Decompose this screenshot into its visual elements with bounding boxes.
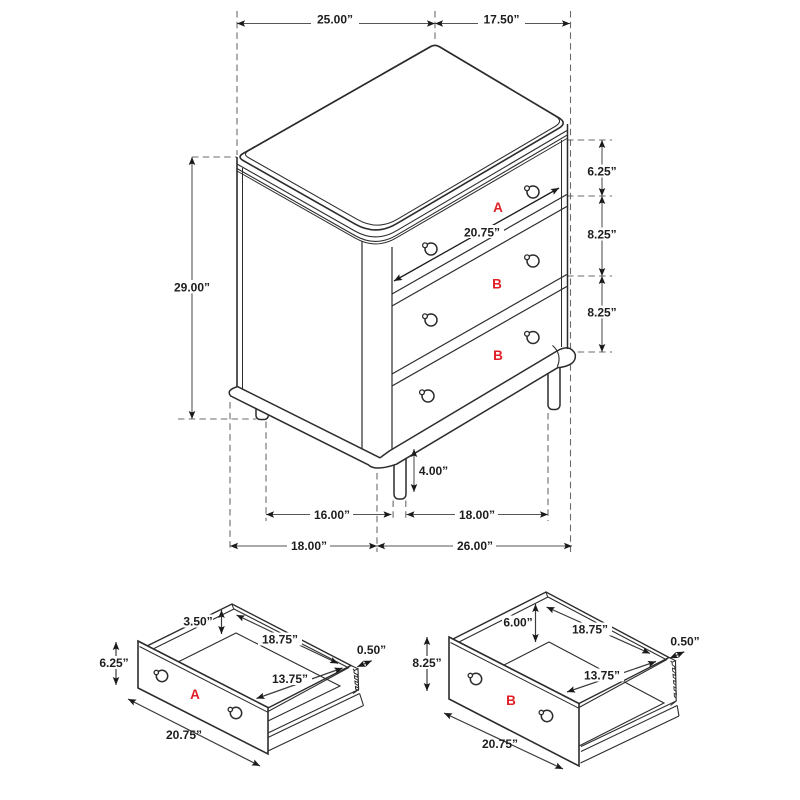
svg-text:4.00”: 4.00” <box>419 464 448 478</box>
svg-text:18.00”: 18.00” <box>291 539 327 553</box>
svg-text:20.75”: 20.75” <box>464 225 500 239</box>
svg-text:0.50”: 0.50” <box>357 643 386 657</box>
svg-text:17.50”: 17.50” <box>483 12 519 26</box>
svg-text:6.25”: 6.25” <box>587 164 616 178</box>
svg-text:29.00”: 29.00” <box>174 280 210 294</box>
svg-text:A: A <box>493 200 503 215</box>
svg-text:8.25”: 8.25” <box>587 305 616 319</box>
svg-text:20.75”: 20.75” <box>166 728 202 742</box>
svg-text:6.00”: 6.00” <box>503 616 532 630</box>
svg-text:B: B <box>506 693 516 708</box>
svg-text:18.00”: 18.00” <box>459 508 495 522</box>
svg-text:6.25”: 6.25” <box>99 656 128 670</box>
svg-text:13.75”: 13.75” <box>584 669 620 683</box>
svg-text:26.00”: 26.00” <box>457 539 493 553</box>
svg-text:A: A <box>190 687 200 702</box>
svg-text:18.75”: 18.75” <box>262 633 298 647</box>
svg-text:B: B <box>493 348 503 363</box>
svg-text:25.00”: 25.00” <box>317 12 353 26</box>
svg-text:B: B <box>492 277 502 292</box>
svg-text:13.75”: 13.75” <box>272 672 308 686</box>
svg-text:18.75”: 18.75” <box>572 623 608 637</box>
svg-text:3.50”: 3.50” <box>183 615 212 629</box>
svg-text:8.25”: 8.25” <box>412 656 441 670</box>
svg-text:20.75”: 20.75” <box>482 737 518 751</box>
svg-text:0.50”: 0.50” <box>670 635 699 649</box>
svg-text:8.25”: 8.25” <box>587 227 616 241</box>
svg-text:16.00”: 16.00” <box>314 508 350 522</box>
